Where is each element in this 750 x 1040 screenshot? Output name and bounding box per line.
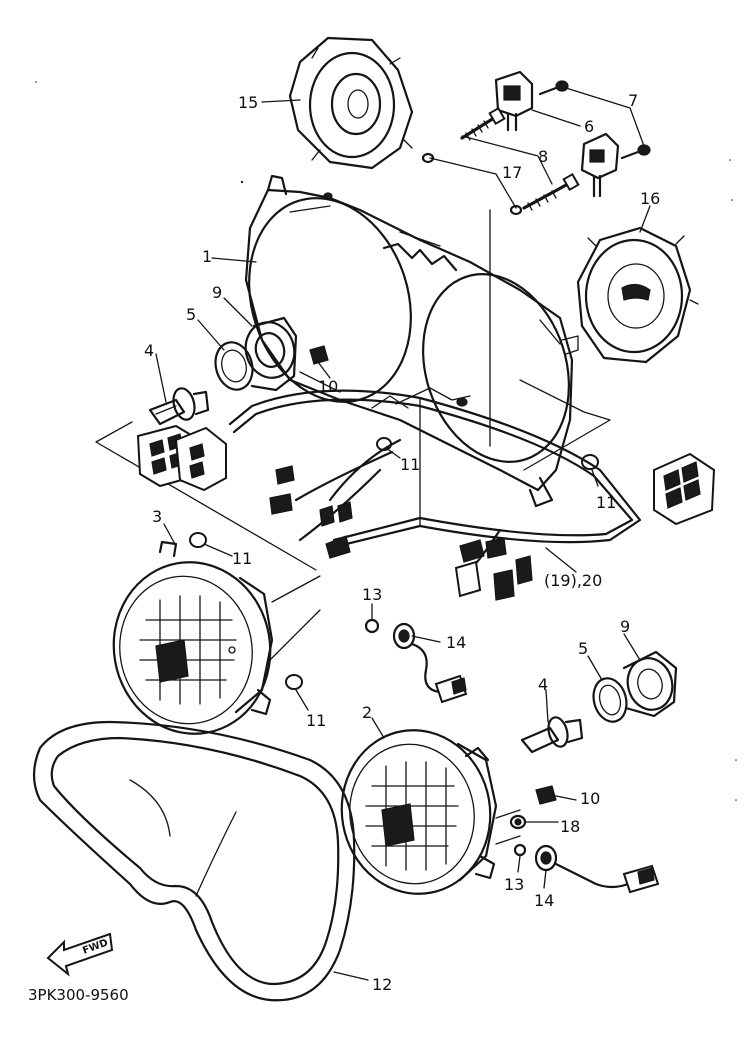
bulb-socket-right: [622, 650, 678, 718]
connector-block-right: [653, 452, 716, 526]
callout-4-right: 4: [538, 675, 548, 694]
callout-11-unit-top: 11: [232, 549, 252, 568]
callout-numbers: 15 7 6 8 17 16 1 9 5 4 10 11 11 3 11 (19…: [144, 91, 660, 994]
headlight-rim: [32, 720, 356, 1002]
callout-2: 2: [362, 703, 372, 722]
clip-upper: [309, 345, 329, 365]
o-rings: [421, 152, 523, 216]
nut-3: [189, 532, 207, 548]
headlight-body: [244, 174, 579, 508]
forward-direction-arrow: FWD: [46, 932, 114, 977]
callout-6: 6: [584, 117, 594, 136]
adjusting-bolts: [460, 106, 580, 211]
callout-5-right: 5: [578, 639, 588, 658]
bulb-socket-left: [244, 316, 298, 392]
callout-16: 16: [640, 189, 660, 208]
small-terminals: [269, 465, 533, 601]
callout-14-upper: 14: [446, 633, 466, 652]
callout-19-20: (19),20: [544, 571, 602, 590]
callout-4-left: 4: [144, 341, 154, 360]
bulb-right: [520, 716, 584, 754]
callout-7: 7: [628, 91, 638, 110]
callout-13-upper: 13: [362, 585, 382, 604]
callout-11-housing-right: 11: [596, 493, 616, 512]
callout-11-housing-left: 11: [400, 455, 420, 474]
headlight-unit-lower: [340, 729, 521, 895]
guideline-upper-unit: [267, 575, 321, 663]
callout-13-lower: 13: [504, 875, 524, 894]
bulb-retainer-right: [592, 677, 628, 723]
assembly-guideline-plane: [95, 379, 611, 571]
adjuster-screws: [538, 80, 651, 160]
washer-lower: [509, 814, 527, 830]
headlight-cap-upper: [288, 36, 414, 170]
callout-10-upper: 10: [318, 377, 338, 396]
connector-block-left: [136, 424, 227, 492]
nut-4: [285, 674, 303, 690]
callout-17: 17: [502, 163, 522, 182]
bulb-left: [148, 387, 210, 426]
scan-specks: [35, 81, 737, 801]
diagram-code: 3PK300-9560: [28, 986, 129, 1004]
callout-5-left: 5: [186, 305, 196, 324]
callout-10-lower: 10: [580, 789, 600, 808]
callout-1: 1: [202, 247, 212, 266]
callout-9-left: 9: [212, 283, 222, 302]
callout-12: 12: [372, 975, 392, 994]
clip-lower: [535, 785, 557, 805]
headlight-cap-lower: [576, 226, 699, 364]
callout-18: 18: [560, 817, 580, 836]
callout-15: 15: [238, 93, 258, 112]
bulb-retainer-left: [214, 341, 254, 391]
callout-8: 8: [538, 147, 548, 166]
callout-leader-lines: [155, 87, 651, 981]
callout-14-lower: 14: [534, 891, 554, 910]
callout-11-unit-bottom: 11: [306, 711, 326, 730]
callout-9-right: 9: [620, 617, 630, 636]
aim-adjuster-brackets: [494, 70, 620, 198]
side-lamp-socket-lower: [534, 844, 660, 894]
grommet-lower: [513, 843, 527, 857]
callout-3: 3: [152, 507, 162, 526]
grommet-upper: [364, 618, 380, 634]
headlight-unit-upper: [112, 540, 274, 735]
